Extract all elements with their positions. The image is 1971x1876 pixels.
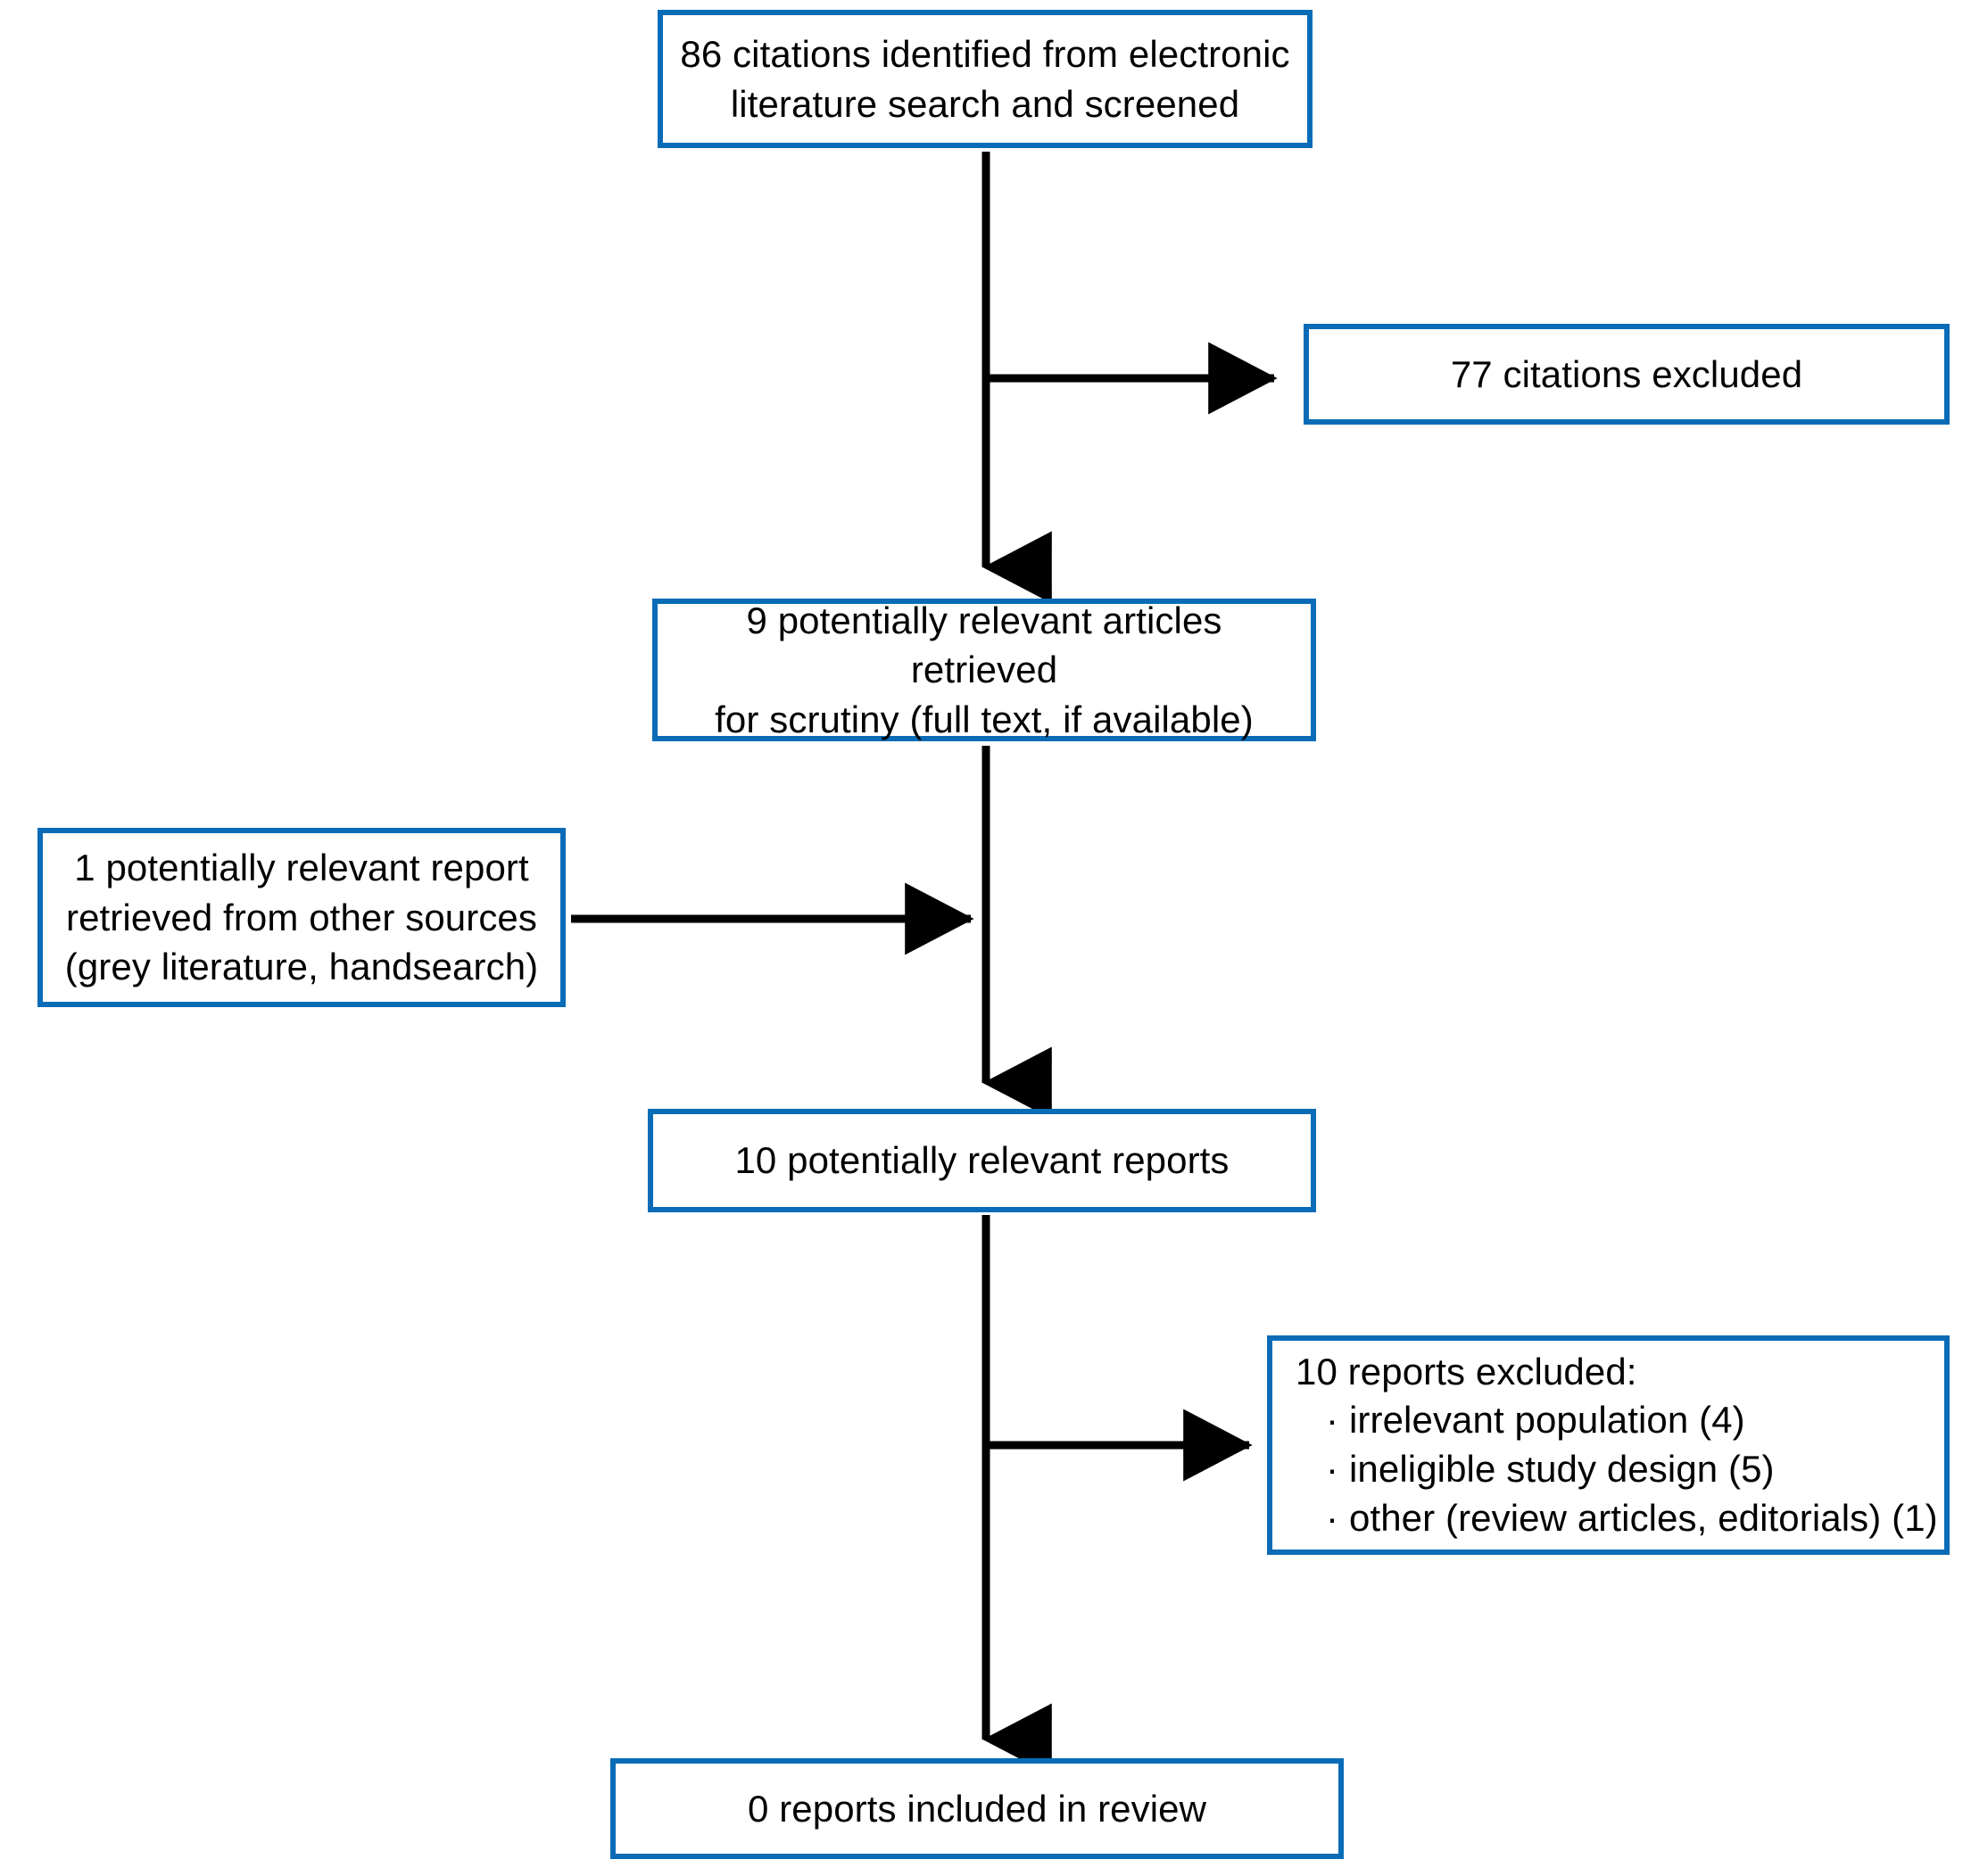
reports-excluded-item-1: ·irrelevant population (4): [1296, 1396, 1944, 1445]
box-retrieved-for-scrutiny: 9 potentially relevant articles retrieve…: [652, 599, 1316, 741]
box-other-sources: 1 potentially relevant report retrieved …: [37, 828, 566, 1007]
box-citations-identified-text: 86 citations identified from electronic …: [680, 33, 1290, 125]
bullet-icon-3: ·: [1326, 1496, 1339, 1539]
box-other-sources-text: 1 potentially relevant report retrieved …: [64, 847, 539, 988]
reports-excluded-list: 10 reports excluded: ·irrelevant populat…: [1296, 1348, 1944, 1542]
reports-excluded-item-2-label: ineligible study design (5): [1349, 1448, 1775, 1490]
bullet-icon-1: ·: [1326, 1399, 1339, 1442]
reports-excluded-item-3: ·other (review articles, editorials) (1): [1296, 1494, 1944, 1543]
reports-excluded-item-2: ·ineligible study design (5): [1296, 1445, 1944, 1494]
box-citations-excluded: 77 citations excluded: [1304, 324, 1950, 425]
reports-excluded-heading: 10 reports excluded:: [1296, 1350, 1637, 1393]
reports-excluded-item-3-label: other (review articles, editorials) (1): [1349, 1496, 1938, 1539]
bullet-icon-2: ·: [1326, 1448, 1339, 1490]
box-citations-excluded-text: 77 citations excluded: [1450, 352, 1803, 395]
box-reports-excluded: 10 reports excluded: ·irrelevant populat…: [1267, 1335, 1950, 1555]
box-retrieved-for-scrutiny-text: 9 potentially relevant articles retrieve…: [715, 599, 1254, 740]
box-potentially-relevant-reports-text: 10 potentially relevant reports: [734, 1139, 1230, 1182]
reports-excluded-item-1-label: irrelevant population (4): [1349, 1399, 1745, 1442]
box-potentially-relevant-reports: 10 potentially relevant reports: [648, 1109, 1316, 1212]
box-citations-identified: 86 citations identified from electronic …: [658, 10, 1313, 148]
box-reports-included-text: 0 reports included in review: [747, 1787, 1207, 1830]
box-reports-included: 0 reports included in review: [610, 1758, 1344, 1859]
